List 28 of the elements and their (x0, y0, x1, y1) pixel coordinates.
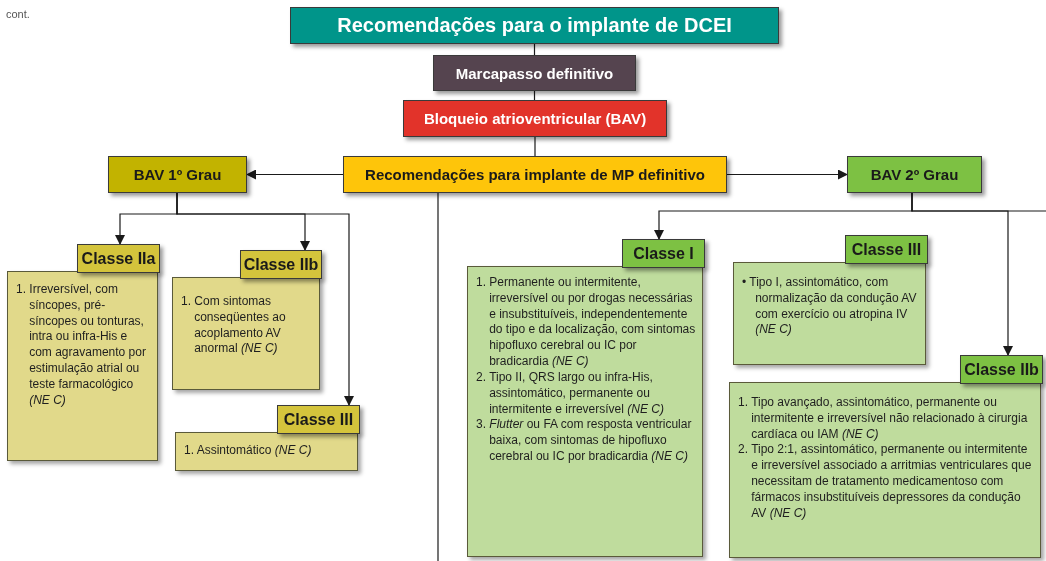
arrow (726, 169, 848, 180)
recommendation-item: 3. Flutter ou FA com resposta ventricular baixa, com sintomas de hipofluxo cerebral ou IC por bradicardia (NE C) (476, 417, 693, 465)
title-box: Recomendações para o implante de DCEI (290, 7, 779, 44)
category-box: Bloqueio atrioventricular (BAV) (403, 100, 667, 137)
arrow (246, 169, 344, 180)
recommendation-item: 2. Tipo 2:1, assintomático, permanente ou intermitente e irreversível associado a arritmias ventriculares que necessitam de tratamento medicamentoso com fármacos insubstituíveis depressores da condução AV (NE C) (738, 442, 1033, 522)
recommendation-item: 1. Permanente ou intermitente, irreversível ou por drogas necessárias e insubstituíveis, independentemente do tipo e da localização, com sintomas hipofluxo cerebral ou IC por bradicardia (NE C) (476, 275, 696, 370)
connector-line (911, 192, 1046, 212)
class-heading: Classe III (845, 235, 928, 264)
recommendation-item: 1. Tipo avançado, assintomático, permanente ou intermitente e irreversível não relacionado à cirurgia cardíaca ou IAM (NE C) (738, 395, 1029, 443)
connector-line (534, 136, 536, 157)
recommendation-item: 1. Com sintomas conseqüentes ao acoplamento AV anormal (NE C) (181, 294, 287, 358)
recommendation-item: 1. Irreversível, com síncopes, pré-síncopes ou tonturas, intra ou infra-His e com agravamento por estimulação atrial ou teste farmacológico (NE C) (16, 282, 147, 409)
category-box: Recomendações para implante de MP definitivo (343, 156, 727, 193)
category-box: BAV 2º Grau (847, 156, 982, 193)
recommendation-item: 2. Tipo II, QRS largo ou infra-His, assintomático, permanente ou intermitente e irreversível (NE C) (476, 369, 665, 418)
connector-line (437, 192, 439, 561)
class-heading: Classe I (622, 239, 705, 268)
class-heading: Classe III (277, 405, 360, 434)
category-box: BAV 1º Grau (108, 156, 247, 193)
continuation-note: cont. (6, 8, 30, 20)
arrow (176, 192, 354, 406)
class-heading: Classe IIb (240, 250, 322, 279)
category-box: Marcapasso definitivo (433, 55, 636, 91)
class-heading: Classe IIa (77, 244, 160, 273)
class-heading: Classe IIb (960, 355, 1043, 384)
recommendation-item: 1. Assintomático (NE C) (184, 443, 313, 459)
recommendation-item: • Tipo I, assintomático, com normalização da condução AV com exercício ou atropina IV (NE C) (742, 275, 918, 339)
